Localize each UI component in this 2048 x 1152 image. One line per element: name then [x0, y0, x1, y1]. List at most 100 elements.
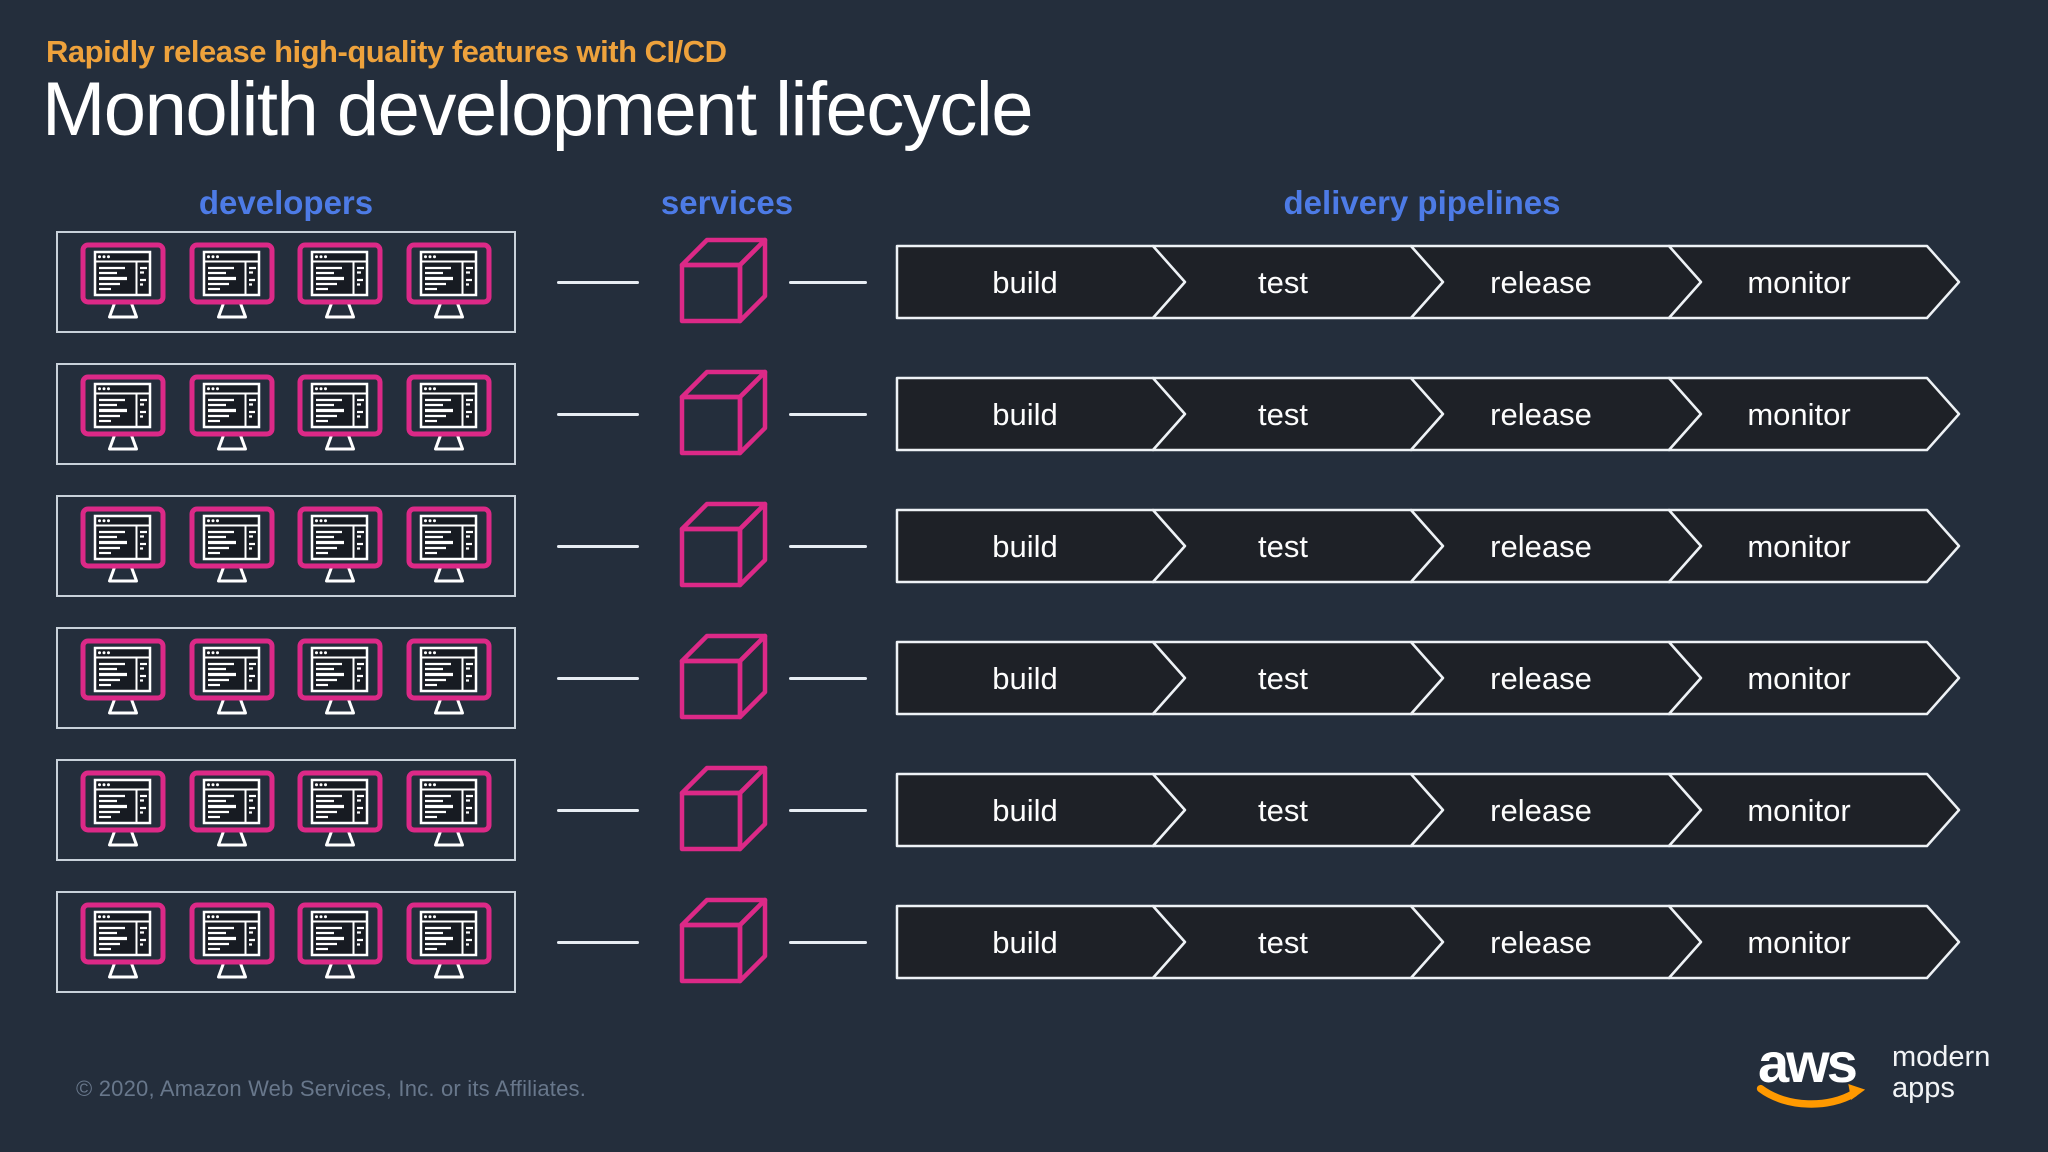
monitor-icon — [189, 638, 275, 715]
monitor-icon — [80, 506, 166, 583]
monitor-icon — [189, 902, 275, 979]
pipeline-stage-label: build — [992, 793, 1058, 828]
connector-line — [557, 809, 639, 812]
connector-line — [557, 413, 639, 416]
pipeline-stage-label: build — [992, 397, 1058, 432]
lifecycle-row: build test release monitor — [0, 495, 2048, 597]
monitor-icon — [297, 638, 383, 715]
connector-line — [557, 545, 639, 548]
monitor-icon — [80, 374, 166, 451]
service-cube-icon — [679, 765, 768, 852]
pipeline-stage-chevron — [1667, 772, 1961, 848]
developers-group — [56, 627, 516, 729]
lifecycle-row: build test release monitor — [0, 759, 2048, 861]
service-cube-icon — [679, 633, 768, 720]
monitor-icon — [80, 770, 166, 847]
pipeline-stage-label: monitor — [1747, 397, 1850, 432]
monitor-icon — [297, 242, 383, 319]
monitor-icon — [80, 242, 166, 319]
monitor-icon — [189, 770, 275, 847]
monitor-icon — [297, 770, 383, 847]
monitor-icon — [297, 506, 383, 583]
column-header-services: services — [660, 184, 794, 221]
pipeline-stage-label: release — [1490, 529, 1592, 564]
pipeline-stage-label: test — [1258, 397, 1308, 432]
connector-line — [789, 677, 867, 680]
pipeline-stage-chevron — [1667, 376, 1961, 452]
monitor-icon — [189, 374, 275, 451]
developers-group — [56, 891, 516, 993]
lifecycle-row: build test release monitor — [0, 363, 2048, 465]
page-title: Monolith development lifecycle — [42, 67, 1033, 152]
pipeline-stage-label: monitor — [1747, 265, 1850, 300]
pipeline-stage-chevron — [1667, 244, 1961, 320]
pipeline-stage-label: monitor — [1747, 529, 1850, 564]
delivery-pipeline: build test release monitor — [895, 772, 1961, 848]
pipeline-stage-label: build — [992, 661, 1058, 696]
developers-group — [56, 231, 516, 333]
delivery-pipeline: build test release monitor — [895, 376, 1961, 452]
slide-kicker: Rapidly release high-quality features wi… — [46, 34, 727, 69]
pipeline-stage-label: release — [1490, 793, 1592, 828]
pipeline-stage-label: monitor — [1747, 793, 1850, 828]
connector-line — [557, 941, 639, 944]
aws-smile-icon — [1756, 1084, 1866, 1108]
pipeline-stage-label: release — [1490, 265, 1592, 300]
connector-line — [557, 281, 639, 284]
connector-line — [789, 281, 867, 284]
logo-subtitle-line1: modern — [1892, 1041, 1991, 1073]
pipeline-stage-label: release — [1490, 925, 1592, 960]
pipeline-stage-label: build — [992, 529, 1058, 564]
monitor-icon — [80, 902, 166, 979]
copyright-text: © 2020, Amazon Web Services, Inc. or its… — [76, 1076, 587, 1101]
pipeline-stage-label: test — [1258, 925, 1308, 960]
aws-logo-mark: aws — [1756, 1031, 1866, 1112]
monitor-icon — [189, 242, 275, 319]
pipeline-stage-label: release — [1490, 397, 1592, 432]
pipeline-stage-label: test — [1258, 265, 1308, 300]
delivery-pipeline: build test release monitor — [895, 508, 1961, 584]
monitor-icon — [406, 638, 492, 715]
connector-line — [789, 941, 867, 944]
service-cube-icon — [679, 369, 768, 456]
delivery-pipeline: build test release monitor — [895, 244, 1961, 320]
pipeline-stage-label: build — [992, 925, 1058, 960]
monitor-icon — [406, 242, 492, 319]
service-cube-icon — [679, 501, 768, 588]
monitor-icon — [80, 638, 166, 715]
pipeline-stage-chevron — [1667, 508, 1961, 584]
logo-subtitle-line2: apps — [1892, 1072, 1955, 1104]
connector-line — [789, 809, 867, 812]
monitor-icon — [406, 770, 492, 847]
monitor-icon — [297, 902, 383, 979]
monitor-icon — [297, 374, 383, 451]
aws-modern-apps-logo: aws modern apps — [1756, 1031, 1990, 1112]
pipeline-stage-chevron — [1667, 904, 1961, 980]
developers-group — [56, 495, 516, 597]
monitor-icon — [189, 506, 275, 583]
monitor-icon — [406, 374, 492, 451]
pipeline-stage-label: test — [1258, 793, 1308, 828]
lifecycle-row: build test release monitor — [0, 231, 2048, 333]
aws-logo-text: aws — [1758, 1031, 1858, 1094]
lifecycle-row: build test release monitor — [0, 627, 2048, 729]
pipeline-stage-label: build — [992, 265, 1058, 300]
logo-subtitle: modern apps — [1892, 1040, 1990, 1104]
pipeline-stage-label: release — [1490, 661, 1592, 696]
pipeline-stage-chevron — [1667, 640, 1961, 716]
delivery-pipeline: build test release monitor — [895, 904, 1961, 980]
monitor-icon — [406, 902, 492, 979]
monitor-icon — [406, 506, 492, 583]
service-cube-icon — [679, 897, 768, 984]
pipeline-stage-label: monitor — [1747, 661, 1850, 696]
developers-group — [56, 759, 516, 861]
connector-line — [789, 413, 867, 416]
delivery-pipeline: build test release monitor — [895, 640, 1961, 716]
lifecycle-row: build test release monitor — [0, 891, 2048, 993]
connector-line — [557, 677, 639, 680]
connector-line — [789, 545, 867, 548]
pipeline-stage-label: monitor — [1747, 925, 1850, 960]
pipeline-stage-label: test — [1258, 529, 1308, 564]
